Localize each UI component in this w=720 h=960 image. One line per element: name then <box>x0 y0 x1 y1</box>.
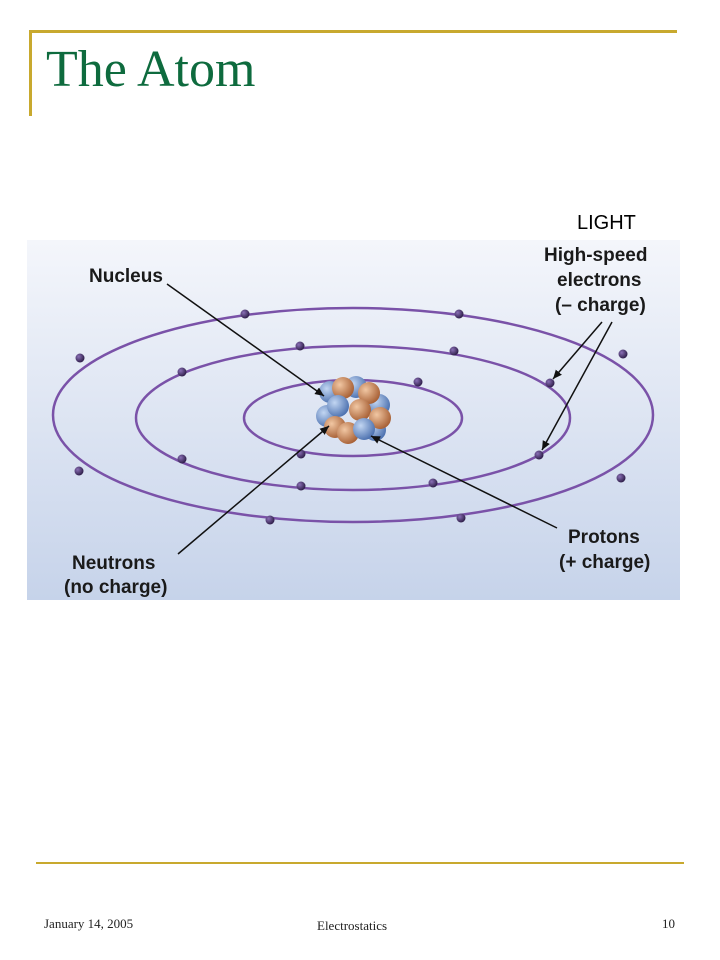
atom-diagram: Nucleus High-speed electrons (– charge) … <box>27 240 680 600</box>
protons-label-line1: Protons <box>568 527 640 548</box>
neutron <box>327 395 349 417</box>
atom-diagram-svg: Nucleus High-speed electrons (– charge) … <box>27 240 680 600</box>
neutrons-label-line1: Neutrons <box>72 553 155 574</box>
electron <box>265 515 275 525</box>
electron <box>296 449 306 459</box>
electron <box>177 367 187 377</box>
proton <box>349 399 371 421</box>
electron <box>618 349 628 359</box>
electron <box>240 309 250 319</box>
electron-pointer <box>552 321 603 380</box>
proton <box>358 382 380 404</box>
electron <box>616 473 626 483</box>
electron <box>74 466 84 476</box>
footer-rule <box>36 862 684 864</box>
footer-title: Electrostatics <box>317 918 388 933</box>
electron <box>545 378 555 388</box>
electron <box>295 341 305 351</box>
footer-date: January 14, 2005 <box>44 916 134 931</box>
neutron <box>353 418 375 440</box>
proton <box>369 407 391 429</box>
electron <box>75 353 85 363</box>
electron <box>296 481 306 491</box>
slide-title: The Atom <box>46 41 256 98</box>
electron <box>456 513 466 523</box>
electron-pointer <box>541 321 613 451</box>
proton-pointer <box>370 435 558 529</box>
electron <box>428 478 438 488</box>
electrons-label-line2: electrons <box>557 270 641 291</box>
electron <box>454 309 464 319</box>
title-frame <box>29 30 677 116</box>
nucleus <box>316 376 391 444</box>
neutron-pointer <box>177 425 330 555</box>
electron <box>534 450 544 460</box>
nucleus-label: Nucleus <box>89 266 163 287</box>
protons-label-line2: (+ charge) <box>559 552 650 573</box>
nucleus-pointer <box>166 283 325 397</box>
light-label: LIGHT <box>577 212 636 234</box>
outer-orbit <box>51 306 655 524</box>
electrons <box>74 309 628 525</box>
electron <box>177 454 187 464</box>
electrons-label-line1: High-speed <box>544 245 647 266</box>
page-number: 10 <box>662 916 675 931</box>
electrons-label-line3: (– charge) <box>555 295 646 316</box>
electron <box>413 377 423 387</box>
proton <box>332 377 354 399</box>
middle-orbit <box>134 344 572 492</box>
electron <box>449 346 459 356</box>
neutrons-label-line2: (no charge) <box>64 577 167 598</box>
